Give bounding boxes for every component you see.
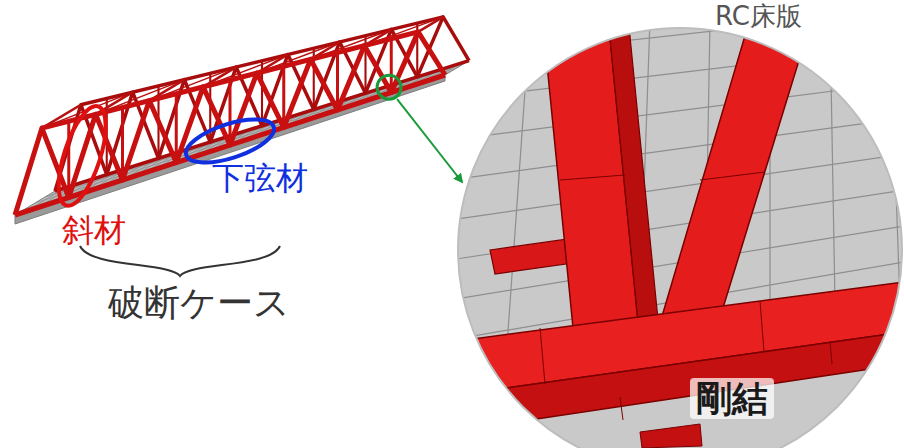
- joint-highlight: [377, 75, 401, 99]
- diagonal-label: 斜材: [62, 212, 126, 249]
- brace: [80, 246, 280, 276]
- joint-zoom: [440, 10, 904, 448]
- slab-label: RC床版: [715, 2, 802, 32]
- zoom-arrow: [397, 99, 462, 182]
- case-label: 破断ケース: [108, 282, 290, 323]
- chord-label: 下弦材: [212, 160, 308, 197]
- diagonal-highlight: [49, 101, 115, 211]
- joint-label: 剛結: [690, 378, 774, 419]
- truss-bridge: [15, 17, 469, 224]
